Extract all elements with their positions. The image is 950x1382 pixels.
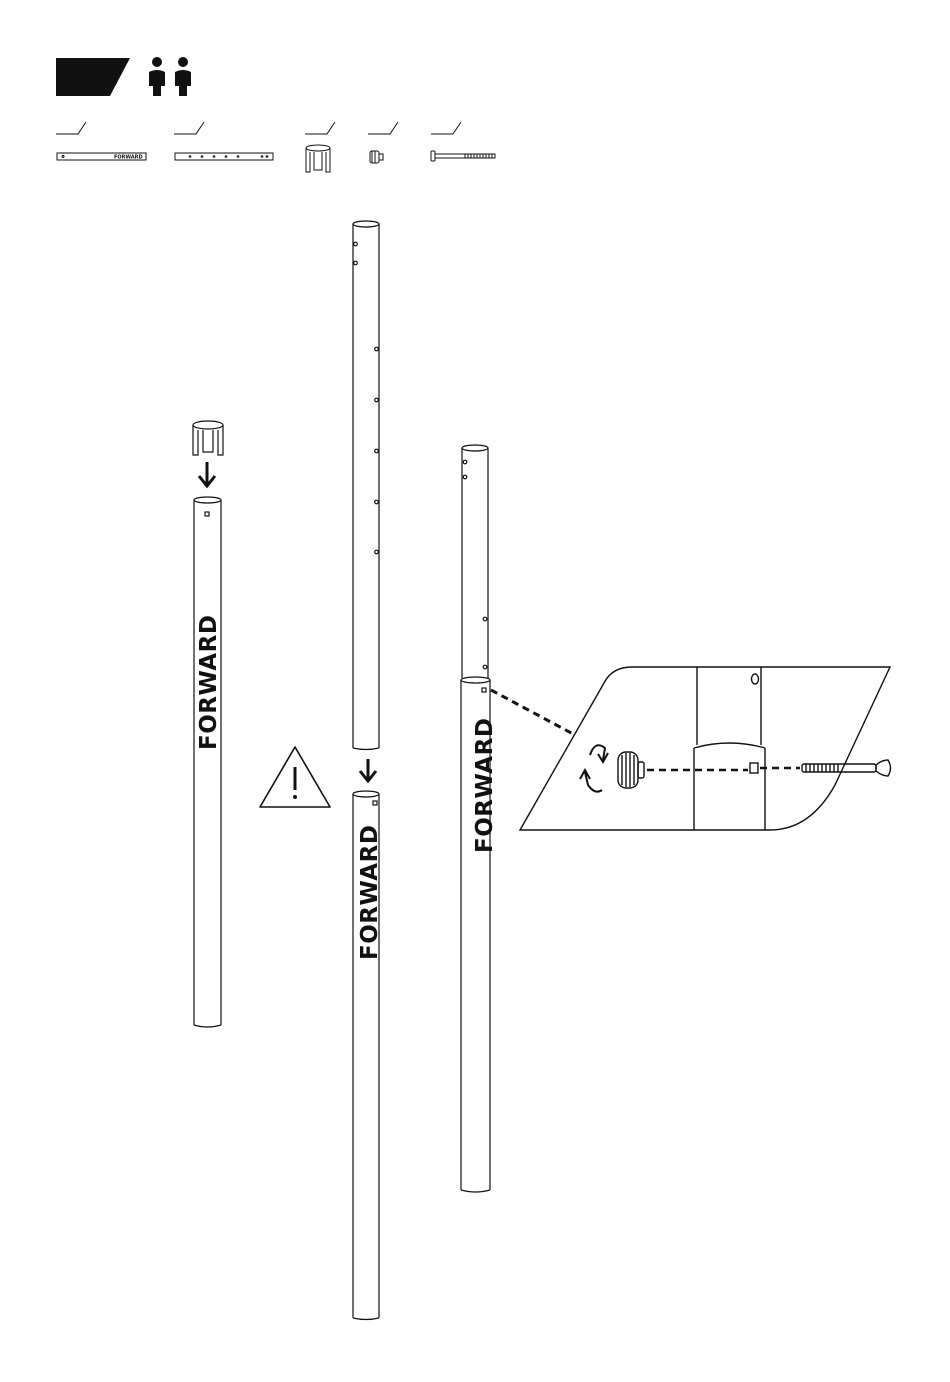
detail-tube — [694, 667, 765, 830]
join-arrow-icon — [360, 759, 376, 781]
middle-top-tube — [353, 221, 379, 750]
qty-line-middle-tube — [174, 122, 204, 134]
two-persons-icon — [149, 57, 191, 96]
forward-tube-left — [194, 497, 221, 1027]
qty-line-leg-cap — [305, 122, 335, 134]
detail-panel — [520, 667, 890, 830]
qty-line-bolt — [431, 122, 461, 134]
part-leg-cap — [306, 145, 330, 172]
forward-label-middle: FORWARD — [357, 825, 383, 960]
knob-icon — [618, 752, 644, 788]
forward-label-left: FORWARD — [196, 615, 222, 750]
rotate-arrows-icon — [580, 745, 608, 791]
leg-cap-illustration — [193, 421, 223, 455]
step-badge — [56, 58, 130, 96]
insert-arrow-icon — [199, 462, 215, 486]
warning-triangle-icon — [260, 747, 330, 807]
forward-label-right: FORWARD — [472, 718, 498, 853]
part-bolt — [431, 151, 495, 161]
part-middle-tube — [175, 153, 273, 160]
callout-leader-line — [491, 690, 575, 735]
parts-list — [56, 122, 495, 172]
part-knob — [370, 151, 383, 163]
qty-line-knob — [368, 122, 398, 134]
qty-line-forward-tube — [56, 122, 86, 134]
part-forward-tube-marking: FORWARD — [114, 155, 143, 161]
